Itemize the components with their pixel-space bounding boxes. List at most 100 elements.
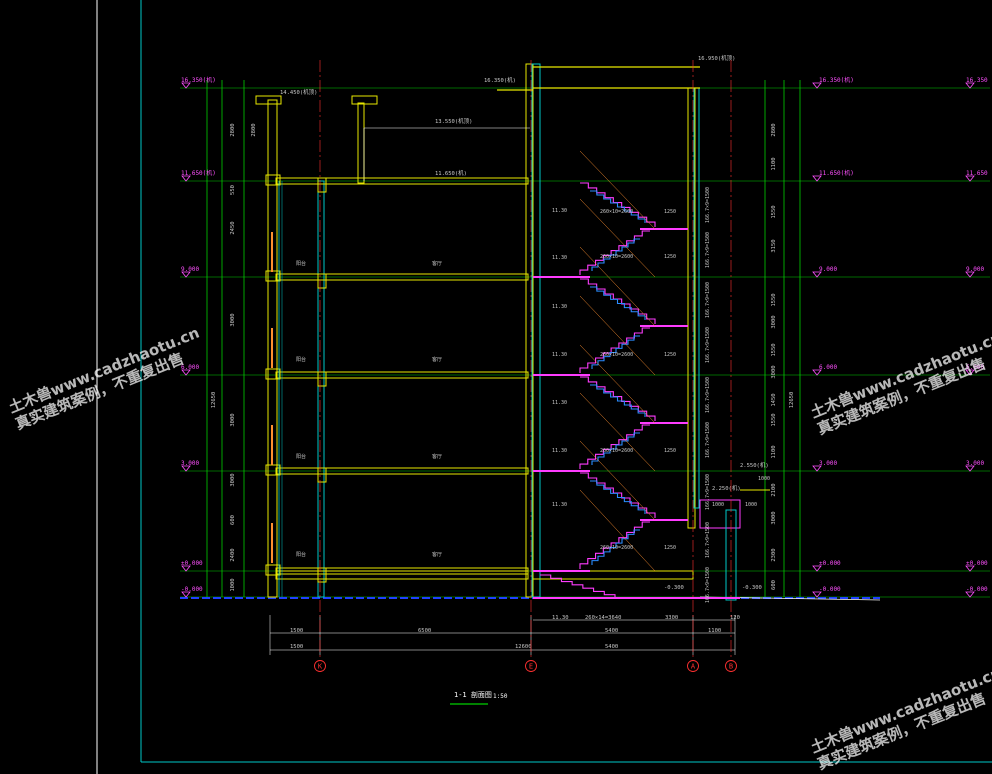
level-label-far-right: 3.000 [966,460,984,467]
dim-text-right: 1550 [771,293,777,306]
level-mark-right [812,465,822,472]
stair-guide [579,489,656,572]
room-label: 阳台 [296,453,306,460]
level-label-left: 3.000 [181,460,199,467]
level-mark-far-right [965,175,975,182]
level-label-left: 16.350(机) [181,76,216,84]
inner-wall-k [317,180,325,598]
left-facade-wall [267,99,278,598]
annotation-labels: 16.350(机)16.350(机)16.35011.650(机)11.650(… [181,54,988,650]
landing-text: 11.30 [552,448,567,454]
beam [317,273,327,289]
drawing-scale: 1:50 [493,693,508,700]
dim-text-right: 1100 [771,157,777,170]
level-label-left: ±0.000 [181,560,203,567]
stair-riser-text: 166.7×9=1500 [705,522,711,558]
stair-width-text: 1250 [664,254,676,260]
dim-text-left2: 2800 [251,123,257,136]
room-label: 客厅 [432,260,442,267]
level-mark-left [181,465,191,472]
dim-text-right: 1550 [771,205,777,218]
landing-text: 11.30 [552,255,567,261]
stair-flight-text: 260×10=2600 [600,209,633,215]
dim-text-left: 3000 [230,413,236,426]
landing-text: 11.30 [552,400,567,406]
level-mark-right [812,565,822,572]
beam [317,467,327,483]
stair-flight [591,238,640,271]
stair-flight [540,574,616,598]
stair-flight [580,376,656,421]
level-mark-left [181,82,191,89]
level-mark-right [812,271,822,278]
stair-width-text: 1250 [664,545,676,551]
drawing-title: 1-1 剖面图 [454,690,492,699]
dim-text-right: 1550 [771,343,777,356]
axis-label: K [318,663,323,671]
room-label: 阳台 [296,551,306,558]
stair-flight-text: 260×10=2600 [600,352,633,358]
floor-grid-lines [180,87,990,598]
level-mark-left [181,175,191,182]
stair-riser-text: 166.7×9=1500 [705,377,711,413]
level-label-far-right: 16.350 [966,77,988,84]
bottom-dim-text: 12600 [515,644,532,650]
low-level-label: -0.300 [664,585,684,591]
stair-riser-text: 166.7×9=1500 [705,474,711,510]
dim-total-left: 12650 [211,392,217,409]
dim-text-left: 600 [230,515,236,525]
balcony-beam [265,368,281,380]
level-mark-far-right [965,591,975,598]
stair-flight [580,278,656,324]
top-level-label: 11.650(机) [435,169,467,177]
dim-text-right: 3000 [771,511,777,524]
stair-riser-text: 166.7×9=1500 [705,232,711,268]
dim-text-right: 3000 [771,315,777,328]
bottom-dim-text: 1100 [708,628,721,634]
small-dim: 1000 [758,476,770,482]
small-dim: 1000 [712,502,724,508]
dimension-lines [269,615,736,655]
level-label-left: 9.000 [181,266,199,273]
landing-text: 11.30 [552,208,567,214]
level-mark-far-right [965,465,975,472]
stair-flight [590,384,646,417]
level-mark-far-right [965,82,975,89]
stair-guide [579,392,656,472]
level-label-far-right: -0.000 [966,586,988,593]
top-level-label: 16.950(机顶) [698,54,736,62]
level-mark-far-right [965,565,975,572]
axis-bubble [725,660,737,672]
stair-flight [579,424,650,469]
stair-width-text: 1250 [664,209,676,215]
drawing-frame [96,0,992,774]
roof-wall-inner [357,102,365,184]
level-mark-left [181,591,191,598]
staircase-section [533,150,740,599]
stair-flight [590,480,646,514]
room-label: 阳台 [296,356,306,363]
stair-riser-text: 166.7×9=1500 [705,327,711,363]
stair-bottom-text: 3300 [665,615,678,621]
stair-bottom-text: 260×14=3640 [585,615,621,621]
dim-text-left: 3000 [230,473,236,486]
dim-text-right: 3150 [771,239,777,252]
level-label-far-right: 11.650 [966,170,988,177]
stair-guide [579,440,656,521]
level-label-right: 9.000 [819,266,837,273]
level-label-left: 6.000 [181,364,199,371]
dim-text-right: 1100 [771,445,777,458]
dim-text-right: 3000 [771,365,777,378]
level-label-right: 16.350(机) [819,76,854,84]
room-label: 阳台 [296,260,306,267]
stair-bottom-text: 120 [730,615,740,621]
stair-flight-text: 260×10=2600 [600,545,633,551]
stair-flight [579,230,650,275]
stair-guide [579,344,656,424]
low-level-label: 2.550(机) [740,461,769,469]
dim-text-right: 2300 [771,548,777,561]
bottom-dim-text: 6500 [418,628,431,634]
dim-text-right: 1550 [771,413,777,426]
stair-bottom-text: 11.30 [552,615,569,621]
